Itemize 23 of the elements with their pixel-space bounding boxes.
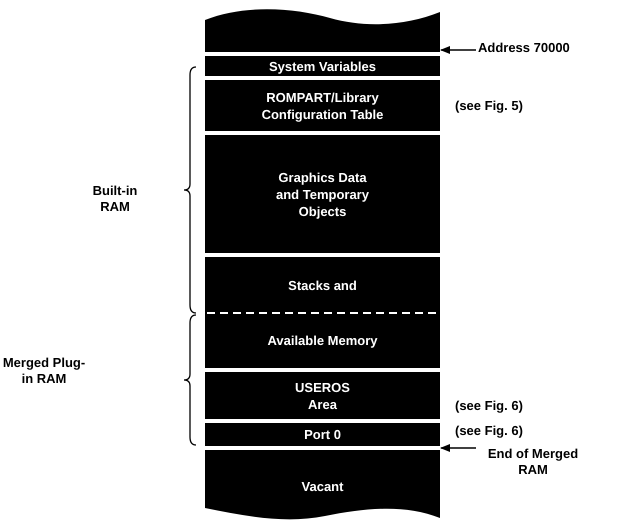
block-label: USEROS Area — [294, 378, 351, 412]
block-label: ROMPART/Library Configuration Table — [260, 88, 384, 122]
memory-block — [205, 135, 440, 253]
block-label: Stacks and — [288, 276, 357, 294]
memory-block — [205, 8, 440, 52]
block-label: Graphics Data and Temporary Objects — [275, 168, 370, 220]
memory-block — [205, 313, 440, 368]
pointer-label: End of Merged RAM — [478, 446, 588, 478]
figure-reference: (see Fig. 6) — [455, 398, 523, 412]
memory-block — [205, 257, 440, 313]
memory-block — [205, 56, 440, 76]
group-label: Merged Plug-in RAM — [2, 355, 86, 387]
group-label: Built-in RAM — [92, 183, 138, 215]
block-label: System Variables — [269, 58, 376, 74]
arrow — [440, 46, 476, 54]
block-label: Port 0 — [304, 426, 341, 443]
block-label: Available Memory — [267, 332, 378, 349]
pointer-label: Address 70000 — [478, 40, 598, 56]
figure-reference: (see Fig. 6) — [455, 422, 523, 438]
figure-reference: (see Fig. 5) — [455, 98, 523, 112]
block-label: Vacant — [302, 478, 344, 494]
memory-block — [205, 450, 440, 522]
arrow — [440, 444, 476, 452]
